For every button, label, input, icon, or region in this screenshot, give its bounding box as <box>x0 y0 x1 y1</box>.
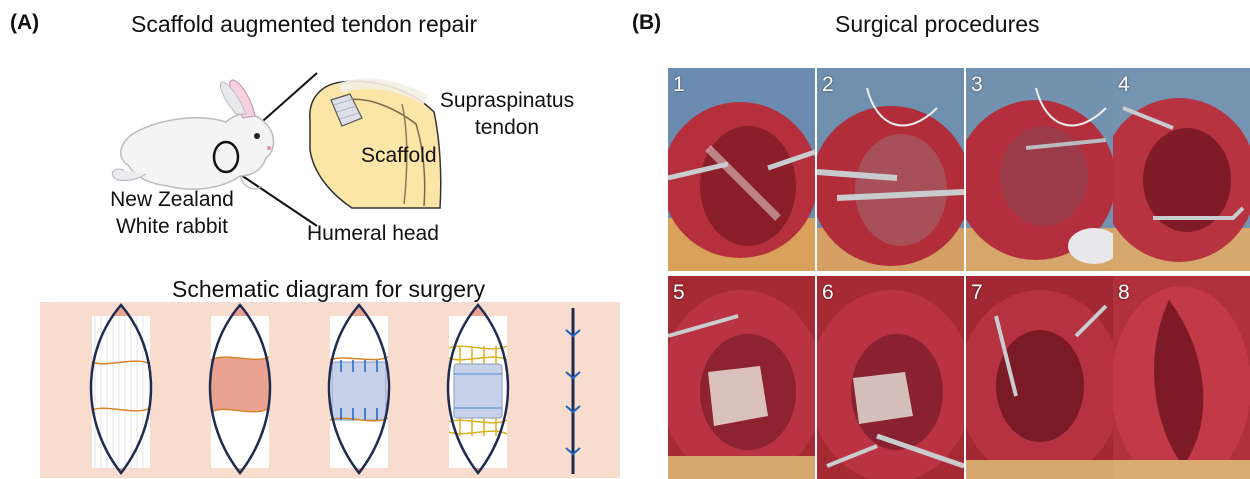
step-number-4: 4 <box>1118 73 1130 97</box>
step-number-8: 8 <box>1118 281 1130 305</box>
surgery-schematic <box>40 302 620 478</box>
tendon-label: Supraspinatus tendon <box>424 87 590 141</box>
surgery-photo-4: 4 <box>1113 68 1250 271</box>
surgery-photo-5: 5 <box>668 276 815 479</box>
tendon-label-line-1: Supraspinatus <box>424 87 590 114</box>
step-number-2: 2 <box>822 73 834 97</box>
schematic-stage-4 <box>448 305 508 473</box>
panel-b-label: (B) <box>632 11 661 35</box>
schematic-title: Schematic diagram for surgery <box>172 276 485 303</box>
surgery-photo-3: 3 <box>966 68 1113 271</box>
humeral-head-label: Humeral head <box>307 220 439 247</box>
step-number-1: 1 <box>673 73 685 97</box>
scaffold-label: Scaffold <box>361 142 437 169</box>
rabbit-label-line-2: White rabbit <box>82 213 262 240</box>
schematic-stage-3 <box>329 305 389 473</box>
surgery-photo-6: 6 <box>817 276 964 479</box>
schematic-stage-1 <box>91 305 151 473</box>
tendon-label-line-2: tendon <box>424 114 590 141</box>
surgery-photo-8: 8 <box>1113 276 1250 479</box>
rabbit-label: New Zealand White rabbit <box>82 186 262 240</box>
surgery-photo-7: 7 <box>966 276 1113 479</box>
step-number-3: 3 <box>971 73 983 97</box>
rabbit-label-line-1: New Zealand <box>82 186 262 213</box>
surgery-photo-1: 1 <box>668 68 815 271</box>
panel-b-title: Surgical procedures <box>835 11 1040 38</box>
step-number-7: 7 <box>971 281 983 305</box>
surgery-photo-2: 2 <box>817 68 964 271</box>
step-number-5: 5 <box>673 281 685 305</box>
rabbit-icon <box>112 80 273 189</box>
step-number-6: 6 <box>822 281 834 305</box>
schematic-stage-2 <box>210 305 270 473</box>
